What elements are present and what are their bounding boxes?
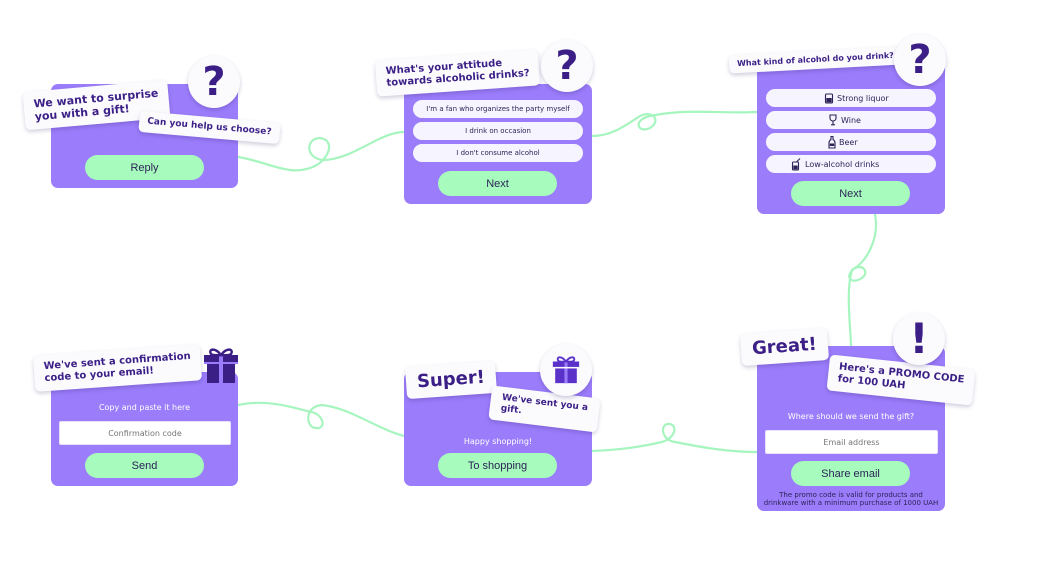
super-bubble-text: Super! xyxy=(416,366,486,393)
super-bubble: Super! xyxy=(405,360,497,399)
promo-code-bubble-text: Here's a PROMO CODE for 100 UAH xyxy=(837,361,965,392)
connector-1-2 xyxy=(236,130,406,172)
great-bubble: Great! xyxy=(740,328,829,366)
reply-button[interactable]: Reply xyxy=(85,155,204,180)
attitude-option-label: I don't consume alcohol xyxy=(456,149,540,157)
gift-icon xyxy=(199,344,243,388)
confirmation-bubble-text: We've sent a confirmation code to your e… xyxy=(43,350,192,385)
connector-4-5 xyxy=(236,401,406,438)
wine-glass-icon xyxy=(829,114,837,126)
alcohol-option-low-alcohol[interactable]: Low-alcohol drinks xyxy=(766,155,936,173)
question-badge-3: ? xyxy=(894,34,946,86)
alcohol-option-label: Wine xyxy=(841,115,861,125)
liquor-glass-icon xyxy=(824,92,834,104)
cocktail-glass-icon xyxy=(791,157,801,171)
connector-5-6 xyxy=(590,422,759,454)
exclamation-icon: ! xyxy=(909,314,929,363)
attitude-option-label: I'm a fan who organizes the party myself xyxy=(426,105,570,113)
alcohol-option-label: Low-alcohol drinks xyxy=(805,159,880,169)
beer-bottle-icon xyxy=(828,135,836,149)
happy-shopping-text: Happy shopping! xyxy=(463,437,533,446)
confirmation-code-input[interactable] xyxy=(59,421,231,445)
attitude-option-2[interactable]: I drink on occasion xyxy=(413,122,583,140)
question-mark-icon: ? xyxy=(908,37,932,83)
send-gift-question: Where should we send the gift? xyxy=(787,412,915,421)
exclamation-badge: ! xyxy=(893,313,945,365)
alcohol-option-label: Strong liquor xyxy=(837,93,889,103)
gift-badge xyxy=(540,344,592,396)
attitude-option-3[interactable]: I don't consume alcohol xyxy=(413,144,583,162)
paste-code-instruction: Copy and paste it here xyxy=(98,403,191,412)
promo-footnote: The promo code is valid for products and… xyxy=(763,491,939,508)
alcohol-option-strong-liquor[interactable]: Strong liquor xyxy=(766,89,936,107)
alcohol-option-wine[interactable]: Wine xyxy=(766,111,936,129)
question-badge-1: ? xyxy=(188,56,240,108)
to-shopping-button[interactable]: To shopping xyxy=(438,453,557,478)
attitude-option-1[interactable]: I'm a fan who organizes the party myself xyxy=(413,100,583,118)
alcohol-kind-bubble-text: What kind of alcohol do you drink? xyxy=(736,50,895,69)
great-bubble-text: Great! xyxy=(751,333,818,360)
connector-2-3 xyxy=(590,110,759,138)
question-badge-2: ? xyxy=(541,40,593,92)
attitude-bubble-text: What's your attitude towards alcoholic d… xyxy=(385,57,531,89)
send-button[interactable]: Send xyxy=(85,453,204,478)
gift-sent-bubble-text: We've sent you a gift. xyxy=(500,392,589,417)
next-button-alcohol[interactable]: Next xyxy=(791,181,910,206)
alcohol-option-beer[interactable]: Beer xyxy=(766,133,936,151)
attitude-option-label: I drink on occasion xyxy=(465,127,531,135)
question-mark-icon: ? xyxy=(555,43,579,89)
share-email-button[interactable]: Share email xyxy=(791,461,910,486)
next-button-attitude[interactable]: Next xyxy=(438,171,557,196)
connector-3-6 xyxy=(847,212,878,348)
gift-icon xyxy=(552,356,580,384)
alcohol-option-label: Beer xyxy=(839,137,858,147)
question-mark-icon: ? xyxy=(202,59,226,105)
email-address-input[interactable] xyxy=(765,430,938,454)
